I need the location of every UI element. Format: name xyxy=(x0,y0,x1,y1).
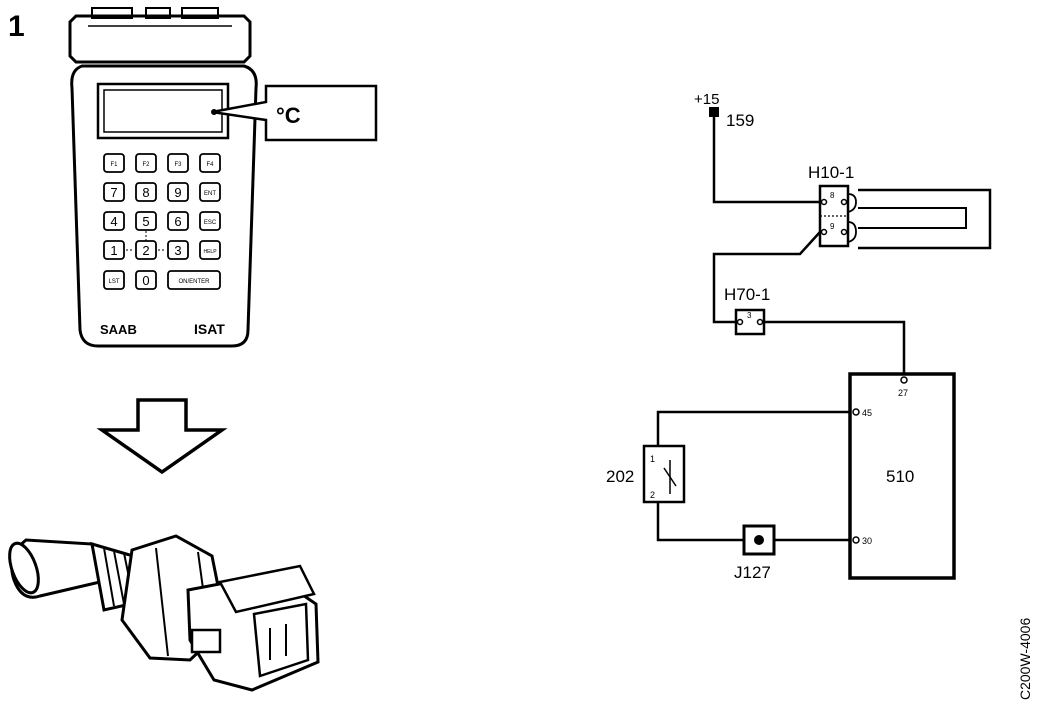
tester-connector-tab xyxy=(145,7,171,19)
key-f1 xyxy=(103,153,125,173)
key-esc xyxy=(199,211,221,231)
ground-point-j127 xyxy=(742,524,776,556)
ecu-label: 510 xyxy=(886,467,914,486)
tester-connector-tab xyxy=(91,7,133,19)
svg-text:F3: F3 xyxy=(174,162,182,168)
svg-text:9: 9 xyxy=(174,185,181,200)
key-6 xyxy=(167,211,189,231)
key-1 xyxy=(103,240,125,260)
keypad-dotted-lines xyxy=(126,230,166,251)
svg-text:F4: F4 xyxy=(206,162,214,168)
wire-supply xyxy=(712,112,820,204)
svg-text:2: 2 xyxy=(142,243,149,258)
temperature-callout: °C xyxy=(211,84,378,142)
svg-text:8: 8 xyxy=(830,191,835,200)
tester-connector-block xyxy=(68,14,252,64)
key-0 xyxy=(135,270,157,290)
svg-text:2: 2 xyxy=(650,490,655,500)
sensor-label: 202 xyxy=(606,467,634,486)
ecu-pin-30-label: 30 xyxy=(862,536,872,546)
connector-h70-label: H70-1 xyxy=(724,285,770,304)
sensor-202: 1 2 xyxy=(642,444,686,504)
figure-number: 1 xyxy=(8,10,25,43)
svg-text:0: 0 xyxy=(142,273,149,288)
svg-text:3: 3 xyxy=(174,243,181,258)
key-7 xyxy=(103,182,125,202)
callout-celsius-label: °C xyxy=(276,103,301,128)
key-3 xyxy=(167,240,189,260)
key-ent xyxy=(199,182,221,202)
connector-h10-label: H10-1 xyxy=(808,163,854,182)
svg-text:F2: F2 xyxy=(142,162,150,168)
supply-node-label: 159 xyxy=(726,111,754,130)
tester-display xyxy=(96,82,230,140)
svg-text:4: 4 xyxy=(110,214,117,229)
svg-text:8: 8 xyxy=(142,185,149,200)
key-lst xyxy=(103,270,125,290)
key-4 xyxy=(103,211,125,231)
svg-text:ON/ENTER: ON/ENTER xyxy=(178,279,210,285)
key-f2 xyxy=(135,153,157,173)
svg-text:LST: LST xyxy=(108,279,119,285)
supply-node-159 xyxy=(709,107,719,117)
ecu-pin-45-label: 45 xyxy=(862,408,872,418)
tester-brand-logo: SAAB xyxy=(100,322,137,337)
svg-text:ESC: ESC xyxy=(204,220,217,226)
key-onenter xyxy=(167,270,221,290)
tester-connector-tab xyxy=(181,7,219,19)
wire-h10-h70 xyxy=(712,231,821,324)
tester-key-labels: F1 F2 F3 F4 7 8 9 ENT 4 5 6 ESC 1 2 3 HE… xyxy=(108,162,217,288)
svg-text:HELP: HELP xyxy=(203,249,217,255)
wiring-schematic xyxy=(656,112,992,542)
key-8 xyxy=(135,182,157,202)
isat-tester xyxy=(68,7,258,348)
svg-text:ENT: ENT xyxy=(204,191,216,197)
key-f4 xyxy=(199,153,221,173)
supply-label: +15 xyxy=(694,91,719,108)
wire-ecu45-sensor xyxy=(656,410,852,448)
connector-h10-1: 8 9 xyxy=(818,184,850,248)
key-f3 xyxy=(167,153,189,173)
tester-body xyxy=(70,64,258,348)
key-5 xyxy=(135,211,157,231)
key-help xyxy=(199,240,221,260)
wire-h70-ecu xyxy=(762,320,906,376)
ecu-pin-27-label: 27 xyxy=(898,388,908,398)
figure-code: C200W-4006 xyxy=(1017,618,1033,700)
connector-h70-1: 3 xyxy=(734,308,766,336)
svg-text:1: 1 xyxy=(110,243,117,258)
tester-keypad xyxy=(103,153,221,290)
ground-point-label: J127 xyxy=(734,563,771,582)
svg-text:3: 3 xyxy=(747,311,752,320)
tester-model-label: ISAT xyxy=(194,321,225,337)
svg-text:7: 7 xyxy=(110,185,117,200)
svg-text:5: 5 xyxy=(142,214,149,229)
ecu-510: 27 45 30 510 xyxy=(848,372,956,580)
svg-text:F1: F1 xyxy=(110,162,118,168)
coolant-temperature-sensor xyxy=(8,534,320,692)
svg-text:6: 6 xyxy=(174,214,181,229)
key-9 xyxy=(167,182,189,202)
down-arrow-icon xyxy=(96,398,228,475)
wire-sensor-ground xyxy=(656,500,744,542)
svg-text:1: 1 xyxy=(650,454,655,464)
svg-text:9: 9 xyxy=(830,222,835,231)
